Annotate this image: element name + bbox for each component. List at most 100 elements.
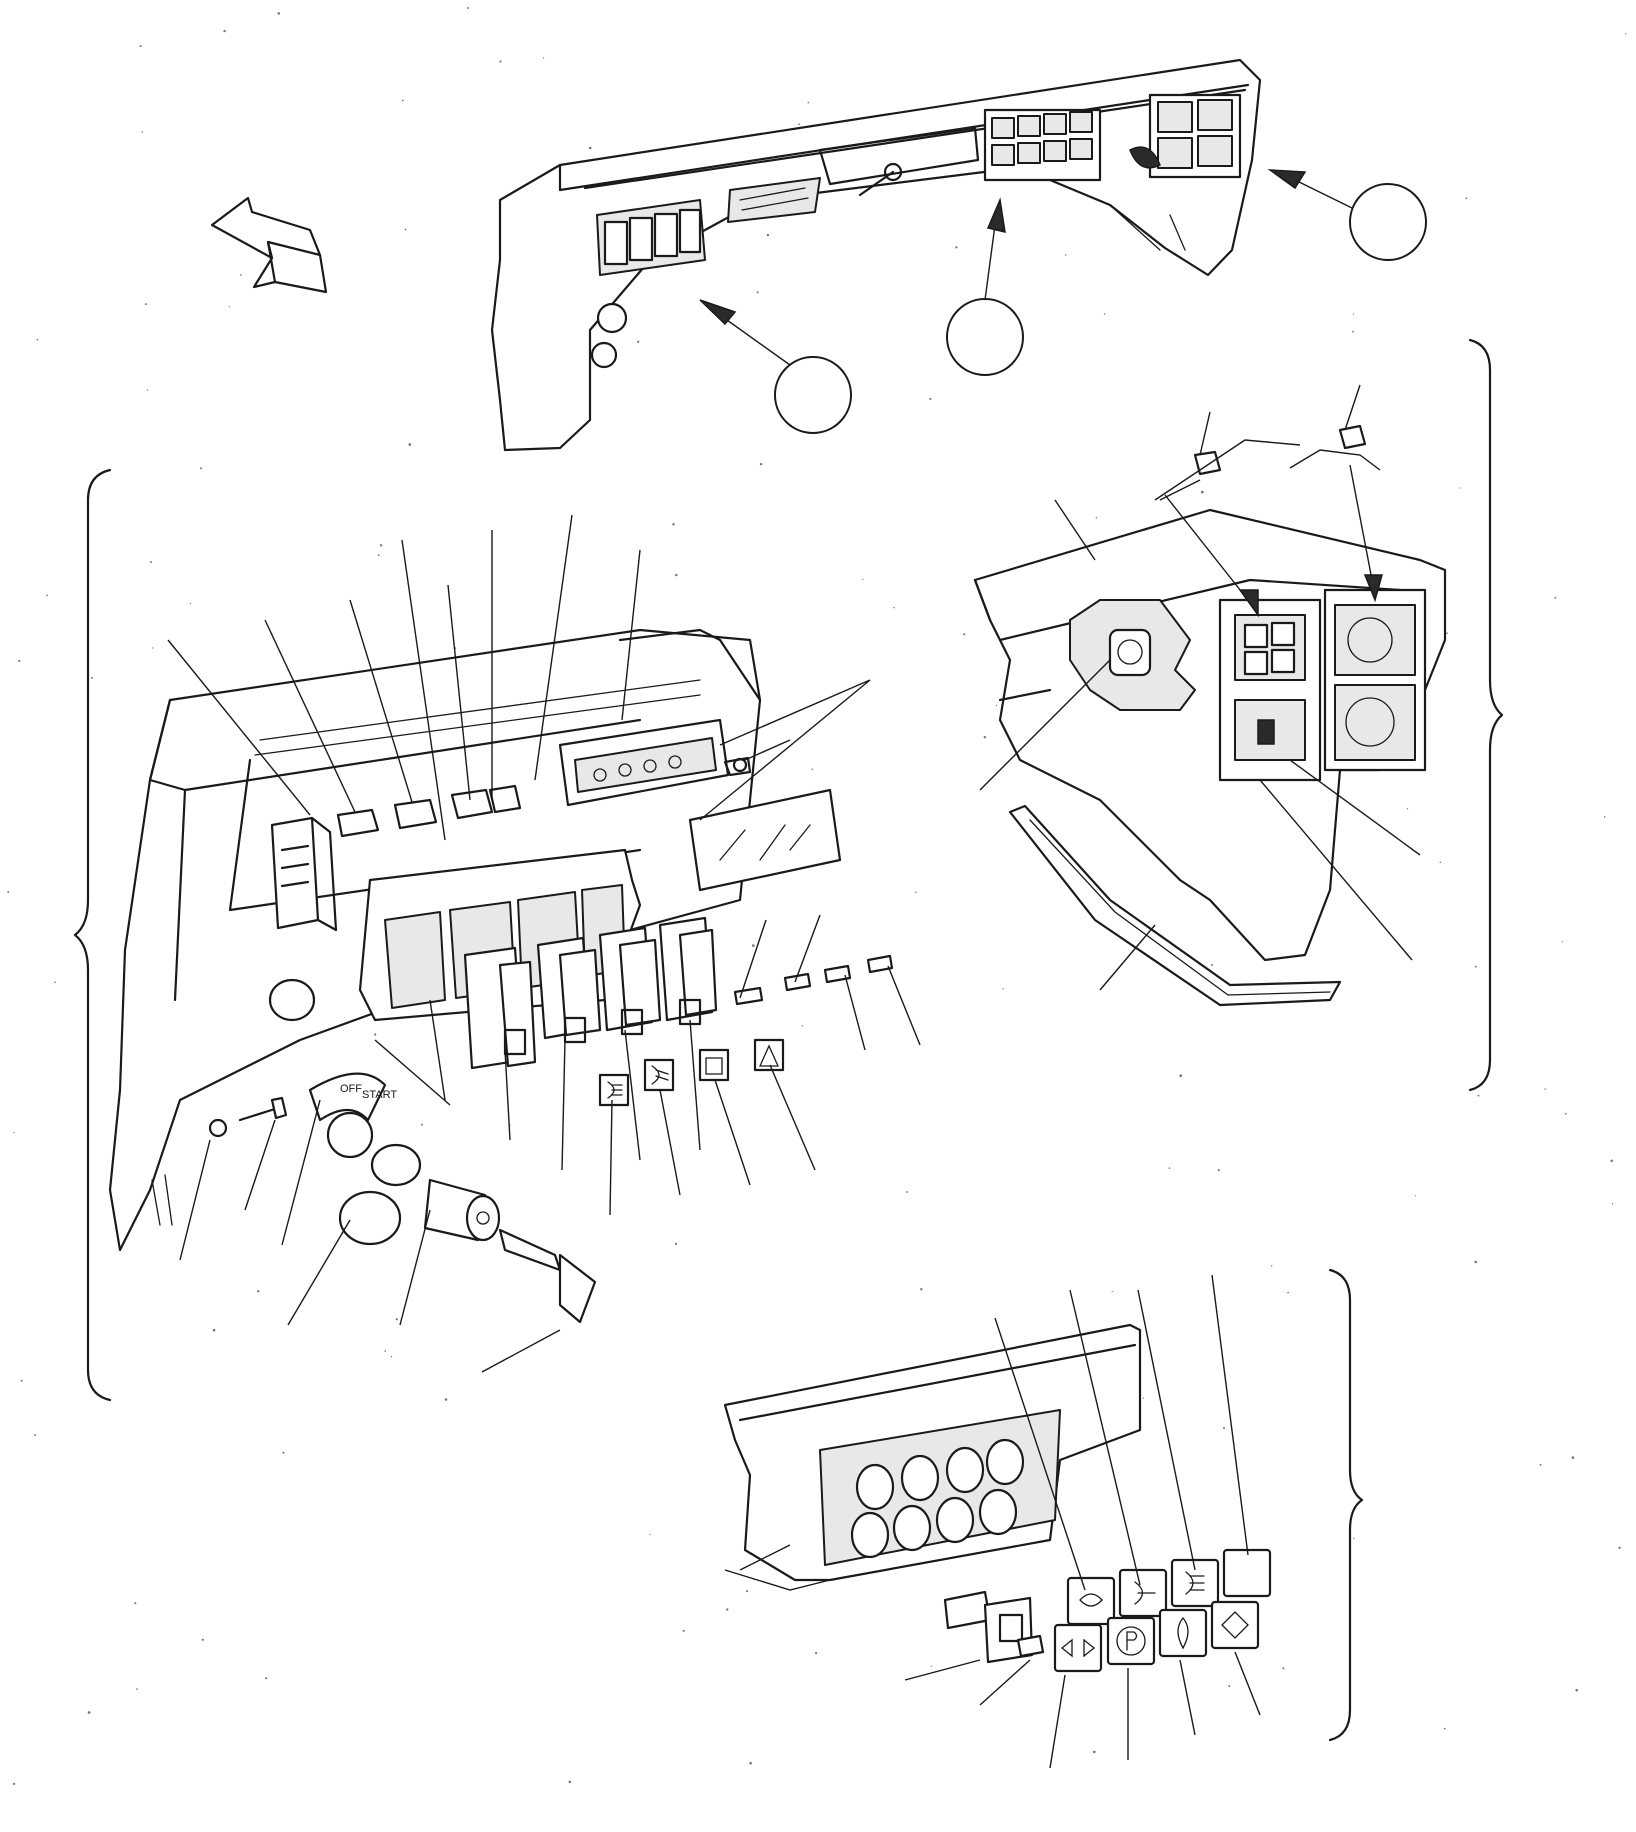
scan-speck bbox=[756, 291, 759, 294]
blank-switch-3 bbox=[393, 798, 438, 830]
scan-speck bbox=[1353, 1537, 1355, 1540]
dashboard-overview bbox=[490, 58, 1262, 452]
scan-speck bbox=[1610, 1159, 1613, 1163]
scan-speck bbox=[649, 1533, 651, 1536]
scan-speck bbox=[1446, 632, 1448, 634]
scan-speck bbox=[223, 29, 226, 33]
left-leader-lines bbox=[167, 514, 921, 1373]
scan-speck bbox=[1459, 487, 1461, 489]
scan-speck bbox=[920, 1288, 923, 1291]
ignition-cover bbox=[338, 1190, 402, 1246]
left-group-brace bbox=[73, 468, 112, 1402]
rocker-switch-3 bbox=[598, 926, 662, 1036]
scan-speck bbox=[390, 1355, 393, 1358]
ignition-seal bbox=[370, 1143, 422, 1187]
scan-speck bbox=[1228, 1685, 1231, 1688]
callout-bubble-left bbox=[699, 299, 852, 434]
warning-lamp-icon bbox=[1158, 1608, 1208, 1658]
scan-speck bbox=[13, 1131, 15, 1134]
ignition-ring bbox=[326, 1111, 374, 1159]
scan-speck bbox=[1618, 1546, 1621, 1550]
mounting-screw bbox=[238, 1096, 288, 1122]
switch-panel-exploded: OFF START bbox=[108, 628, 894, 1324]
scan-speck bbox=[1571, 1456, 1575, 1459]
scan-speck bbox=[377, 554, 380, 557]
right-group-brace bbox=[1468, 338, 1504, 1092]
scan-speck bbox=[374, 1033, 377, 1036]
scan-speck bbox=[1544, 1088, 1546, 1090]
blank-switch-1 bbox=[270, 816, 320, 930]
overview-switch-3 bbox=[653, 212, 679, 258]
overview-switch-2 bbox=[628, 216, 654, 262]
hazard-triangle-icon bbox=[753, 1038, 785, 1072]
scan-speck bbox=[144, 303, 147, 306]
scan-speck bbox=[1625, 33, 1627, 35]
scan-speck bbox=[1270, 1265, 1273, 1267]
scan-speck bbox=[955, 246, 958, 249]
heater-control-panel bbox=[973, 384, 1447, 1007]
rear-fog-light-icon bbox=[1118, 1568, 1168, 1618]
screw-nut bbox=[208, 1118, 228, 1138]
scan-speck bbox=[726, 1608, 729, 1611]
scan-speck bbox=[637, 340, 640, 343]
scan-speck bbox=[34, 1433, 37, 1436]
ignition-position-plate: OFF START bbox=[308, 1072, 397, 1122]
scan-speck bbox=[1474, 965, 1477, 968]
rocker-switch-2 bbox=[536, 936, 602, 1044]
ignition-off-label: OFF bbox=[340, 1083, 362, 1095]
scan-speck bbox=[1282, 1667, 1285, 1670]
scan-speck bbox=[189, 602, 192, 605]
blank-switch-5 bbox=[488, 784, 522, 814]
scan-speck bbox=[801, 1025, 804, 1027]
scan-speck bbox=[814, 1651, 818, 1655]
scan-speck bbox=[212, 1328, 216, 1332]
scan-speck bbox=[682, 1629, 685, 1632]
scan-speck bbox=[1443, 1727, 1446, 1730]
scan-speck bbox=[20, 1379, 23, 1382]
bulb-4 bbox=[866, 954, 894, 974]
scan-speck bbox=[862, 578, 864, 581]
gauge-glass bbox=[688, 788, 842, 892]
scan-speck bbox=[90, 676, 93, 679]
scan-speck bbox=[759, 462, 763, 466]
low-beam-icon bbox=[643, 1058, 675, 1092]
scan-speck bbox=[995, 704, 998, 707]
scan-speck bbox=[87, 1711, 91, 1714]
scan-speck bbox=[1217, 1169, 1220, 1172]
scan-speck bbox=[141, 131, 144, 133]
rocker-switch-4 bbox=[658, 916, 718, 1026]
scan-speck bbox=[1575, 1688, 1578, 1692]
headlight-icon bbox=[1170, 1558, 1220, 1608]
scan-speck bbox=[749, 1761, 752, 1765]
scan-speck bbox=[7, 891, 10, 894]
scan-speck bbox=[1561, 941, 1564, 943]
scan-speck bbox=[1093, 1750, 1096, 1754]
scan-speck bbox=[420, 1123, 423, 1126]
overview-switch-1 bbox=[603, 220, 629, 266]
scan-speck bbox=[672, 523, 675, 526]
scan-speck bbox=[1168, 1167, 1171, 1169]
scan-speck bbox=[1465, 197, 1468, 200]
scan-speck bbox=[282, 1451, 285, 1454]
scan-speck bbox=[893, 606, 895, 609]
flasher-icon bbox=[1066, 1576, 1116, 1626]
scan-speck bbox=[1611, 1203, 1614, 1205]
bulb-3 bbox=[823, 964, 852, 984]
scan-speck bbox=[240, 274, 242, 276]
scan-speck bbox=[1352, 330, 1354, 333]
blank-switch-4 bbox=[450, 788, 494, 820]
scan-speck bbox=[384, 1350, 387, 1352]
scan-speck bbox=[1287, 1291, 1289, 1294]
scan-speck bbox=[542, 57, 545, 59]
heater-bulb-2 bbox=[1338, 424, 1367, 450]
scan-speck bbox=[906, 1191, 908, 1193]
scan-speck bbox=[1603, 816, 1606, 818]
scan-speck bbox=[444, 1398, 448, 1401]
bottom-group-brace bbox=[1328, 1268, 1364, 1742]
scan-speck bbox=[1002, 988, 1004, 990]
scan-speck bbox=[499, 60, 502, 63]
ignition-key bbox=[498, 1228, 562, 1272]
scan-speck bbox=[277, 12, 281, 15]
scan-speck bbox=[746, 1590, 749, 1593]
scan-speck bbox=[983, 735, 987, 739]
